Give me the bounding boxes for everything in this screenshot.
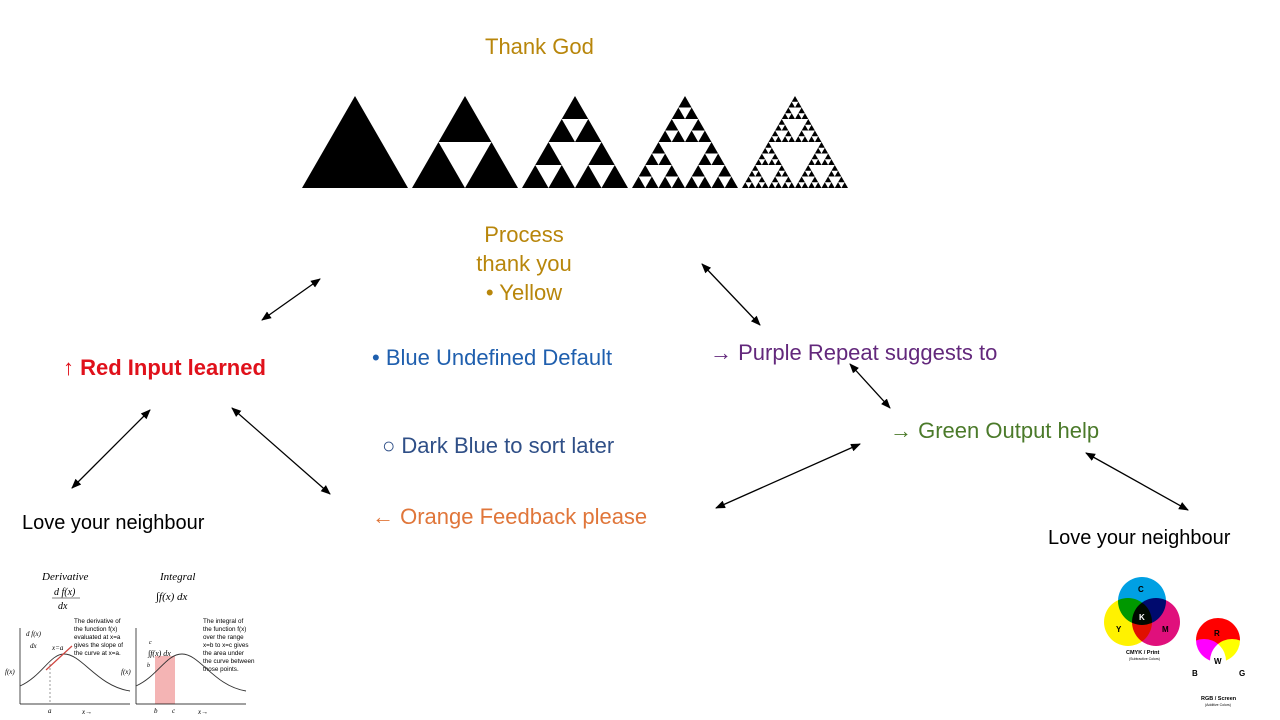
integral-text-3: x=b to x=c gives <box>203 642 249 649</box>
integral-x-axis: x→ <box>197 708 208 716</box>
derivative-dfx: d f(x) <box>26 630 42 638</box>
arrow-red-love-left <box>71 409 151 489</box>
integral-text-1: the function f(x) <box>203 626 246 633</box>
purple-repeat-node: → Purple Repeat suggests to <box>710 340 998 365</box>
arrow-red-process <box>261 278 321 321</box>
derivative-text-1: the function f(x) <box>74 626 117 633</box>
rgb-diagram: R G B W RGB / Screen (Additive Colors) <box>1182 618 1254 707</box>
arrow-green-love-right <box>1085 452 1189 511</box>
derivative-x-eq-a: x=a <box>51 644 64 652</box>
red-input-node: ↑ Red Input learned <box>63 355 266 380</box>
arrow-red-orange <box>231 407 331 495</box>
integral-lower: b <box>147 663 150 669</box>
rgb-r: R <box>1214 629 1220 638</box>
cmyk-k: K <box>1139 613 1145 622</box>
blue-default-node: • Blue Undefined Default <box>372 345 613 370</box>
cmyk-y: Y <box>1116 625 1122 634</box>
love-neighbour-right: Love your neighbour <box>1048 527 1231 549</box>
cmyk-c: C <box>1138 585 1144 594</box>
integral-text-6: those points. <box>203 666 239 673</box>
rgb-w: W <box>1214 657 1222 666</box>
integral-expr: ∫f(x) dx <box>155 591 188 603</box>
derivative-x-axis: x→ <box>81 708 92 716</box>
integral-text-4: the area under <box>203 650 244 657</box>
derivative-text-2: evaluated at x=a <box>74 634 121 641</box>
integral-b: b <box>154 707 158 715</box>
sierpinski-level-0 <box>302 96 408 188</box>
green-output-node: → Green Output help <box>890 418 1100 443</box>
integral-fx: f(x) <box>121 668 131 676</box>
color-models-illustration: C M Y K CMYK / Print (Subtractive Colors… <box>1104 577 1254 707</box>
integral-text-2: over the range <box>203 634 244 641</box>
sierpinski-level-1 <box>412 96 518 188</box>
sierpinski-level-4 <box>742 96 848 188</box>
derivative-expr-top: d f(x) <box>54 587 76 598</box>
calculus-illustration: Derivative d f(x) dx Integral ∫f(x) dx T… <box>5 571 255 716</box>
derivative-expr-bottom: dx <box>58 601 68 612</box>
process-line-2: thank you <box>476 251 572 276</box>
derivative-title: Derivative <box>41 571 89 583</box>
derivative-text-3: gives the slope of <box>74 642 123 649</box>
derivative-text-0: The derivative of <box>74 618 121 625</box>
derivative-dx: dx <box>30 642 38 650</box>
integral-text-0: The integral of <box>203 618 244 625</box>
dark-blue-node: ○ Dark Blue to sort later <box>382 433 615 458</box>
integral-small: ∫f(x) dx <box>147 649 171 658</box>
process-label: Process thank you • Yellow <box>444 220 604 307</box>
process-line-3: • Yellow <box>485 280 563 305</box>
arrow-orange-green <box>715 443 861 509</box>
arrow-process-purple <box>701 263 761 326</box>
sierpinski-level-3 <box>632 96 738 188</box>
orange-feedback-node: ← Orange Feedback please <box>372 504 648 529</box>
rgb-g: G <box>1239 669 1245 678</box>
cmyk-m: M <box>1162 625 1169 634</box>
process-line-1: Process <box>484 222 564 247</box>
cmyk-diagram: C M Y K CMYK / Print (Subtractive Colors… <box>1104 577 1180 661</box>
arrow-purple-green <box>849 363 891 409</box>
derivative-fx: f(x) <box>5 668 15 676</box>
cmyk-label: CMYK / Print <box>1126 650 1159 656</box>
derivative-a: a <box>48 707 52 715</box>
integral-title: Integral <box>159 571 195 583</box>
integral-upper: c <box>149 640 152 646</box>
derivative-text-4: the curve at x=a. <box>74 650 121 657</box>
love-neighbour-left: Love your neighbour <box>22 512 205 534</box>
rgb-b: B <box>1192 669 1198 678</box>
cmyk-sub: (Subtractive Colors) <box>1129 657 1160 661</box>
integral-c: c <box>172 707 176 715</box>
sierpinski-level-2 <box>522 96 628 188</box>
rgb-label: RGB / Screen <box>1201 696 1237 702</box>
rgb-sub: (Additive Colors) <box>1205 703 1231 707</box>
diagram-title: Thank God <box>485 34 594 59</box>
sierpinski-triangles <box>302 96 848 188</box>
integral-text-5: the curve between <box>203 658 255 665</box>
